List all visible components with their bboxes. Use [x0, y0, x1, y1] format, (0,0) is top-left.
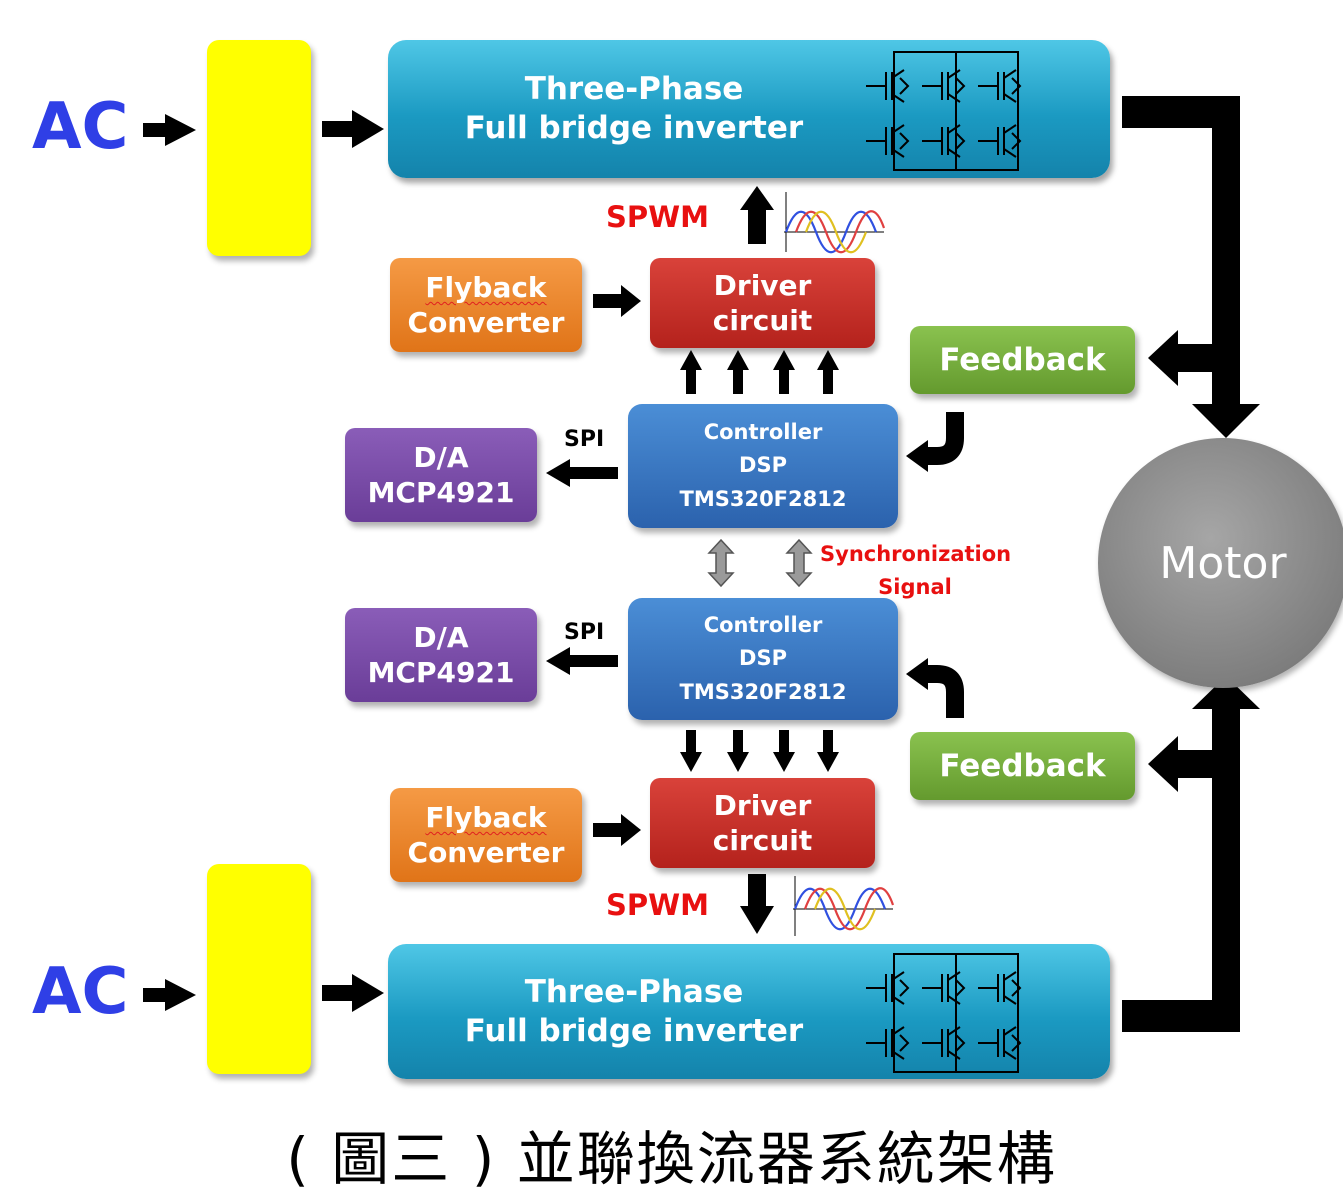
sync-signal-label: Synchronization Signal	[820, 538, 1012, 603]
sine-waveform-top	[784, 192, 886, 254]
bridge-switch-icon-top	[866, 51, 1022, 171]
sync-label-line2: Signal	[878, 574, 952, 599]
feedback-block-top: Feedback	[910, 326, 1135, 394]
flyback-converter-bottom: Flyback Converter	[390, 788, 582, 882]
feedback-block-bottom: Feedback	[910, 732, 1135, 800]
rectifier-top	[207, 40, 311, 256]
three-phase-inverter-top: Three-Phase Full bridge inverter	[388, 40, 1110, 178]
controller-to-driver-arrows-bottom	[680, 730, 839, 772]
motor-to-feedback-bottom	[1148, 736, 1226, 792]
dac-block-top: D/A MCP4921	[345, 428, 537, 522]
driver-circuit-bottom: Driver circuit	[650, 778, 875, 868]
flyback-to-driver-top	[593, 285, 641, 317]
feedback-to-controller-top	[906, 412, 964, 472]
dac-title-line1: D/A	[413, 441, 469, 474]
controller-dsp-top: Controller DSP TMS320F2812	[628, 404, 898, 528]
bridge-switch-icon-bottom	[866, 953, 1022, 1073]
spi-label-bottom: SPI	[564, 620, 605, 645]
spi-label-top: SPI	[564, 427, 605, 452]
driver-to-inverter-arrow-bottom	[740, 874, 774, 934]
inverter-title-line2: Full bridge inverter	[464, 1012, 804, 1049]
driver-title-line2: circuit	[712, 304, 813, 337]
controller-title-line3: TMS320F2812	[679, 679, 847, 704]
spwm-label-bottom: SPWM	[606, 888, 709, 922]
flyback-title-line2: Converter	[407, 836, 565, 869]
three-phase-inverter-bottom: Three-Phase Full bridge inverter	[388, 944, 1110, 1079]
feedback-title: Feedback	[939, 747, 1106, 784]
driver-title-line1: Driver	[713, 789, 812, 822]
sine-waveform-bottom	[793, 876, 895, 936]
inverter-title-line1: Three-Phase	[524, 973, 744, 1010]
flyback-to-driver-bottom	[593, 814, 641, 846]
motor-to-feedback-top	[1148, 330, 1226, 386]
dac-title-line2: MCP4921	[367, 656, 515, 689]
dac-title-line1: D/A	[413, 621, 469, 654]
controller-title-line3: TMS320F2812	[679, 486, 847, 511]
driver-to-inverter-arrow-top	[740, 186, 774, 244]
controller-to-dac-arrow-bottom	[546, 647, 618, 675]
controller-dsp-bottom: Controller DSP TMS320F2812	[628, 598, 898, 720]
controller-title-line2: DSP	[739, 453, 787, 478]
controller-title-line1: Controller	[703, 419, 823, 444]
controller-title-line1: Controller	[703, 612, 823, 637]
driver-circuit-top: Driver circuit	[650, 258, 875, 348]
flyback-converter-top: Flyback Converter	[390, 258, 582, 352]
dac-title-line2: MCP4921	[367, 476, 515, 509]
flyback-title-line1: Flyback	[425, 801, 547, 834]
inverter-title-line2: Full bridge inverter	[464, 110, 804, 146]
sync-label-line1: Synchronization	[820, 542, 1012, 566]
driver-title-line2: circuit	[712, 824, 813, 857]
flyback-title-line2: Converter	[407, 306, 565, 339]
ac-source-label-bottom: AC	[32, 955, 129, 1029]
ac-input-arrow-bottom	[143, 979, 196, 1011]
controller-to-driver-arrows-top	[680, 350, 839, 394]
flyback-title-line1: Flyback	[425, 271, 547, 304]
rectifier-output-arrow-top	[322, 110, 384, 148]
controller-title-line2: DSP	[739, 646, 787, 671]
sync-double-arrow-right	[785, 538, 813, 588]
driver-title-line1: Driver	[713, 269, 812, 302]
inverter-title-line1: Three-Phase	[524, 71, 744, 108]
sync-double-arrow-left	[707, 538, 735, 588]
motor-label: Motor	[1159, 537, 1287, 589]
dac-block-bottom: D/A MCP4921	[345, 608, 537, 702]
ac-source-label-top: AC	[32, 90, 129, 164]
rectifier-output-arrow-bottom	[322, 974, 384, 1012]
feedback-title: Feedback	[939, 341, 1106, 378]
controller-to-dac-arrow-top	[546, 459, 618, 487]
motor: Motor	[1098, 438, 1343, 688]
spwm-label-top: SPWM	[606, 200, 709, 234]
rectifier-bottom	[207, 864, 311, 1074]
feedback-to-controller-bottom	[906, 658, 964, 718]
ac-input-arrow-top	[143, 114, 196, 146]
